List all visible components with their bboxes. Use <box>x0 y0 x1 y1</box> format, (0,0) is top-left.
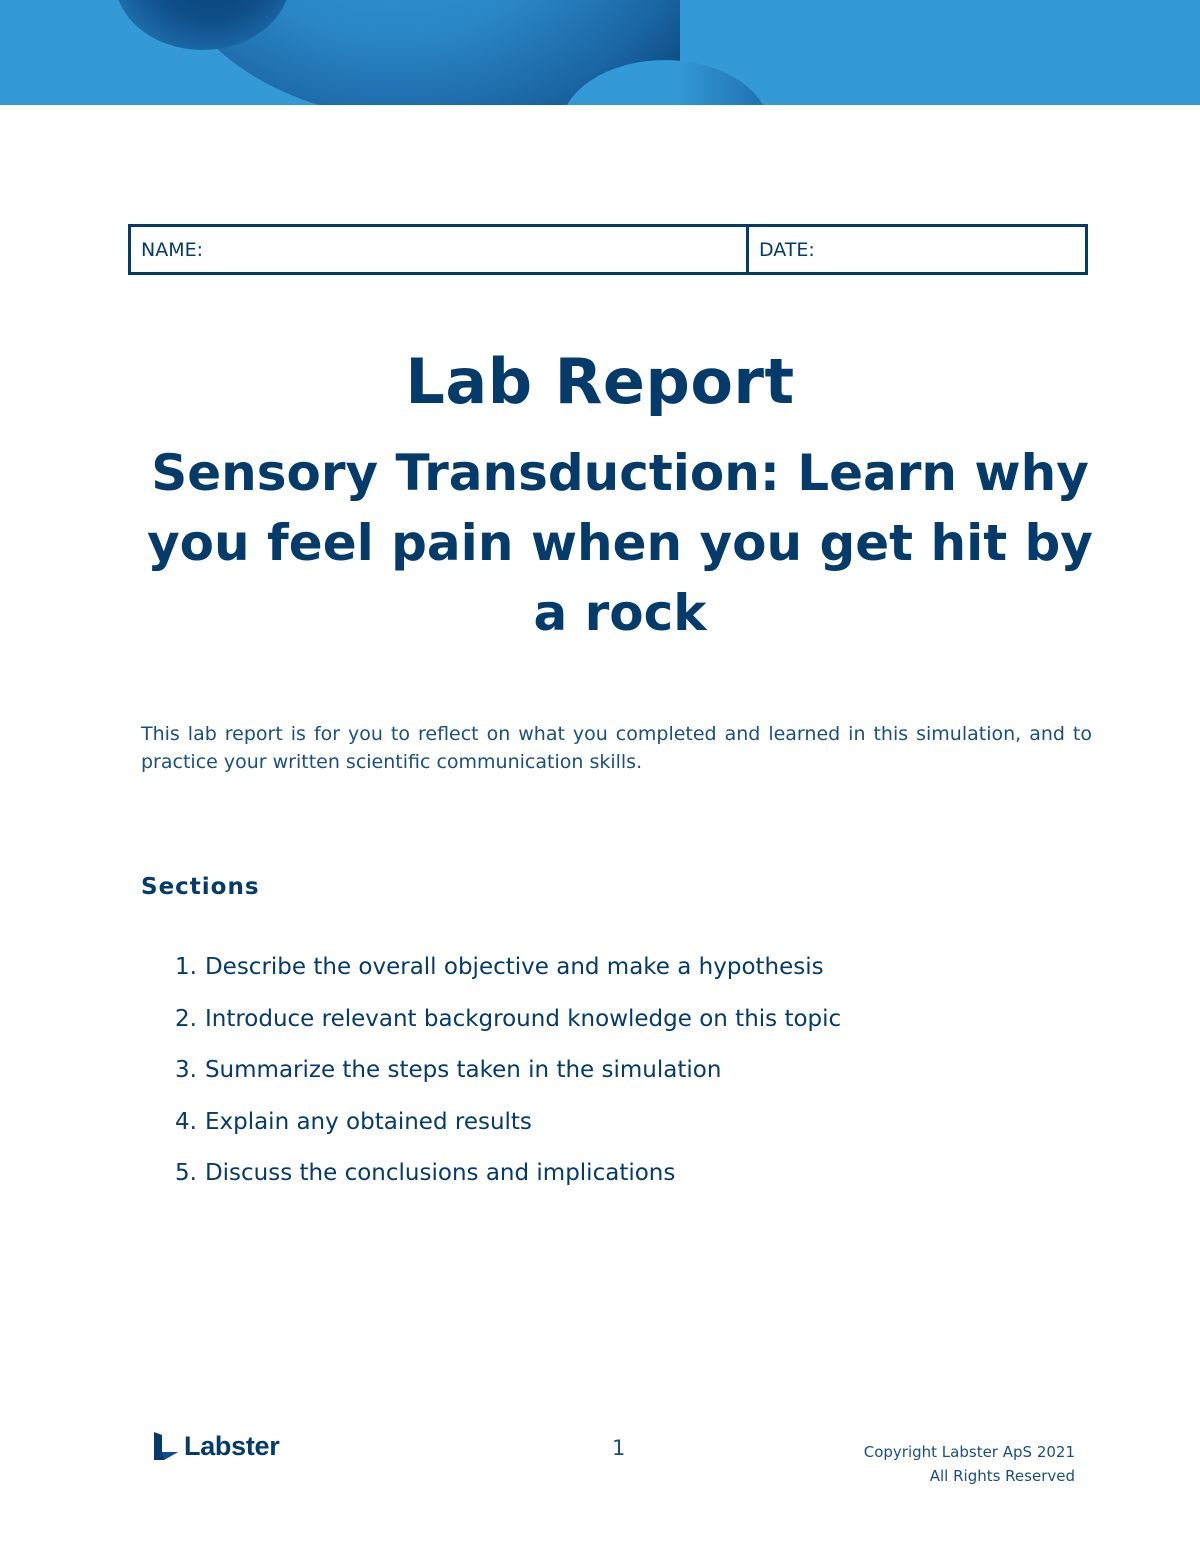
name-date-box: NAME: DATE: <box>128 224 1088 275</box>
list-item-number: 3. <box>175 1057 197 1083</box>
list-item-label: Summarize the steps taken in the simulat… <box>204 1057 722 1083</box>
labster-logo-icon <box>154 1432 178 1460</box>
sections-list: 1. Describe the overall objective and ma… <box>175 951 841 1209</box>
list-item-number: 4. <box>175 1108 197 1135</box>
labster-logo: Labster <box>152 1430 280 1462</box>
list-item-label: Describe the overall objective and make … <box>204 954 824 980</box>
list-item-label: Explain any obtained results <box>204 1108 532 1135</box>
logo-wordmark: Labster <box>184 1430 280 1461</box>
list-item-label: Discuss the conclusions and implications <box>204 1160 676 1186</box>
list-item-number: 1. <box>175 954 197 980</box>
list-item: 2. Introduce relevant background knowled… <box>175 1003 841 1055</box>
copyright-line: Copyright Labster ApS 2021 <box>863 1443 1075 1461</box>
header-banner <box>0 0 1200 105</box>
sections-heading: Sections <box>141 874 260 900</box>
intro-paragraph: This lab report is for you to reflect on… <box>141 723 1092 773</box>
date-field[interactable]: DATE: <box>749 227 1085 272</box>
list-item-label: Introduce relevant background knowledge … <box>204 1005 842 1032</box>
list-item-number: 2. <box>175 1005 197 1032</box>
page-number: 1 <box>612 1436 626 1460</box>
list-item-number: 5. <box>175 1160 197 1186</box>
name-field[interactable]: NAME: <box>131 227 749 272</box>
list-item: 4. Explain any obtained results <box>175 1106 841 1158</box>
name-label: NAME: <box>141 238 204 261</box>
page-title: Lab Report <box>405 345 795 418</box>
list-item: 5. Discuss the conclusions and implicati… <box>175 1157 841 1209</box>
rights-line: All Rights Reserved <box>929 1467 1075 1485</box>
date-label: DATE: <box>759 238 815 261</box>
page-subtitle: Sensory Transduction: Learn why you feel… <box>147 444 1093 642</box>
list-item: 3. Summarize the steps taken in the simu… <box>175 1054 841 1106</box>
copyright-notice: Copyright Labster ApS 2021 All Rights Re… <box>864 1440 1075 1488</box>
list-item: 1. Describe the overall objective and ma… <box>175 951 841 1003</box>
